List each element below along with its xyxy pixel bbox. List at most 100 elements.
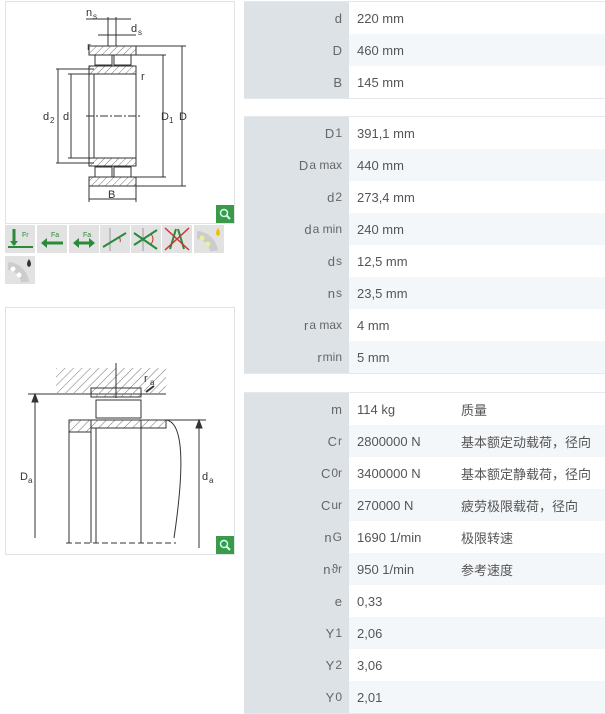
- label-ra-sub: a: [150, 378, 155, 387]
- parameter-symbol: m: [244, 393, 349, 425]
- symbol-main: Y: [325, 657, 335, 673]
- grease-lubrication-icon[interactable]: [194, 225, 224, 253]
- parameter-value: 2,06: [357, 625, 383, 641]
- symbol-subscript: s: [336, 254, 342, 268]
- svg-text:Fa: Fa: [51, 232, 59, 239]
- symbol-main: Y: [325, 625, 335, 641]
- zoom-button[interactable]: [216, 205, 234, 223]
- magnifier-icon: [219, 208, 231, 220]
- axial-load-one-direction-icon[interactable]: Fa: [37, 225, 67, 253]
- symbol-main: C: [327, 433, 337, 449]
- parameter-description: 极限转速: [461, 530, 514, 546]
- parameter-value: 270000 N: [357, 497, 414, 513]
- symbol-main: d: [327, 253, 335, 269]
- symbol-main: r: [303, 317, 309, 333]
- symbol-subscript: ur: [331, 498, 342, 512]
- parameter-value: 5 mm: [357, 349, 390, 365]
- symbol-subscript: 2: [335, 658, 342, 672]
- symbol-main: n: [327, 285, 335, 301]
- label-d: d: [63, 111, 69, 123]
- parameter-symbol: D: [244, 34, 349, 66]
- misalignment-icon[interactable]: [100, 225, 130, 253]
- symbol-main: e: [334, 593, 342, 609]
- symbol-subscript: a max: [309, 318, 342, 332]
- parameter-value: 3,06: [357, 657, 383, 673]
- parameter-description: 疲劳极限载荷，径向: [461, 498, 579, 514]
- label-r-inner: r: [141, 71, 145, 83]
- not-suitable-icon[interactable]: [162, 225, 192, 253]
- label-ra: r: [144, 373, 148, 385]
- label-ns-sub: s: [93, 12, 97, 21]
- zoom-button[interactable]: [216, 536, 234, 554]
- parameter-value: 12,5 mm: [357, 253, 408, 269]
- parameter-value: 0,33: [357, 593, 383, 609]
- parameter-value: 145 mm: [357, 74, 404, 90]
- parameter-description: 基本额定动载荷，径向: [461, 434, 592, 450]
- label-r-top: r: [87, 41, 91, 53]
- oil-lubrication-icon[interactable]: [5, 256, 35, 284]
- symbol-main: C: [320, 465, 331, 481]
- label-Da: D: [20, 471, 28, 483]
- axial-load-both-directions-icon[interactable]: Fa: [69, 225, 99, 253]
- label-B: B: [108, 189, 115, 201]
- parameter-value: 23,5 mm: [357, 285, 408, 301]
- parameter-value: 114 kg: [357, 401, 396, 417]
- parameter-value: 220 mm: [357, 10, 404, 26]
- label-D1: D: [161, 111, 169, 123]
- symbol-subscript: s: [336, 286, 342, 300]
- symbol-subscript: a max: [309, 158, 342, 172]
- parameter-symbol: e: [244, 585, 349, 617]
- label-ns: n: [86, 7, 92, 19]
- symbol-main: n: [324, 529, 332, 545]
- parameter-value: 391,1 mm: [357, 125, 415, 141]
- symbol-main: n: [323, 561, 331, 577]
- parameter-symbol: B: [244, 66, 349, 98]
- parameter-value: 2,01: [357, 689, 383, 705]
- symbol-subscript: a min: [312, 222, 342, 236]
- symbol-main: B: [333, 74, 342, 90]
- table-row: B 145 mm: [244, 66, 605, 98]
- table-row: e 0,33: [244, 585, 605, 617]
- svg-text:Fr: Fr: [22, 232, 29, 239]
- symbol-subscript: 1: [335, 126, 342, 140]
- angular-adjustment-icon[interactable]: [131, 225, 161, 253]
- radial-load-icon[interactable]: Fr: [5, 225, 35, 253]
- parameter-value: 460 mm: [357, 42, 404, 58]
- parameter-description: 参考速度: [461, 562, 514, 578]
- table-row: D 460 mm: [244, 34, 605, 66]
- symbol-subscript: min: [322, 350, 342, 364]
- label-da: d: [202, 471, 208, 483]
- symbol-subscript: 1: [335, 626, 342, 640]
- symbol-main: Y: [325, 689, 335, 705]
- label-Da-sub: a: [28, 476, 33, 485]
- symbol-main: r: [317, 349, 322, 365]
- symbol-main: m: [331, 401, 342, 417]
